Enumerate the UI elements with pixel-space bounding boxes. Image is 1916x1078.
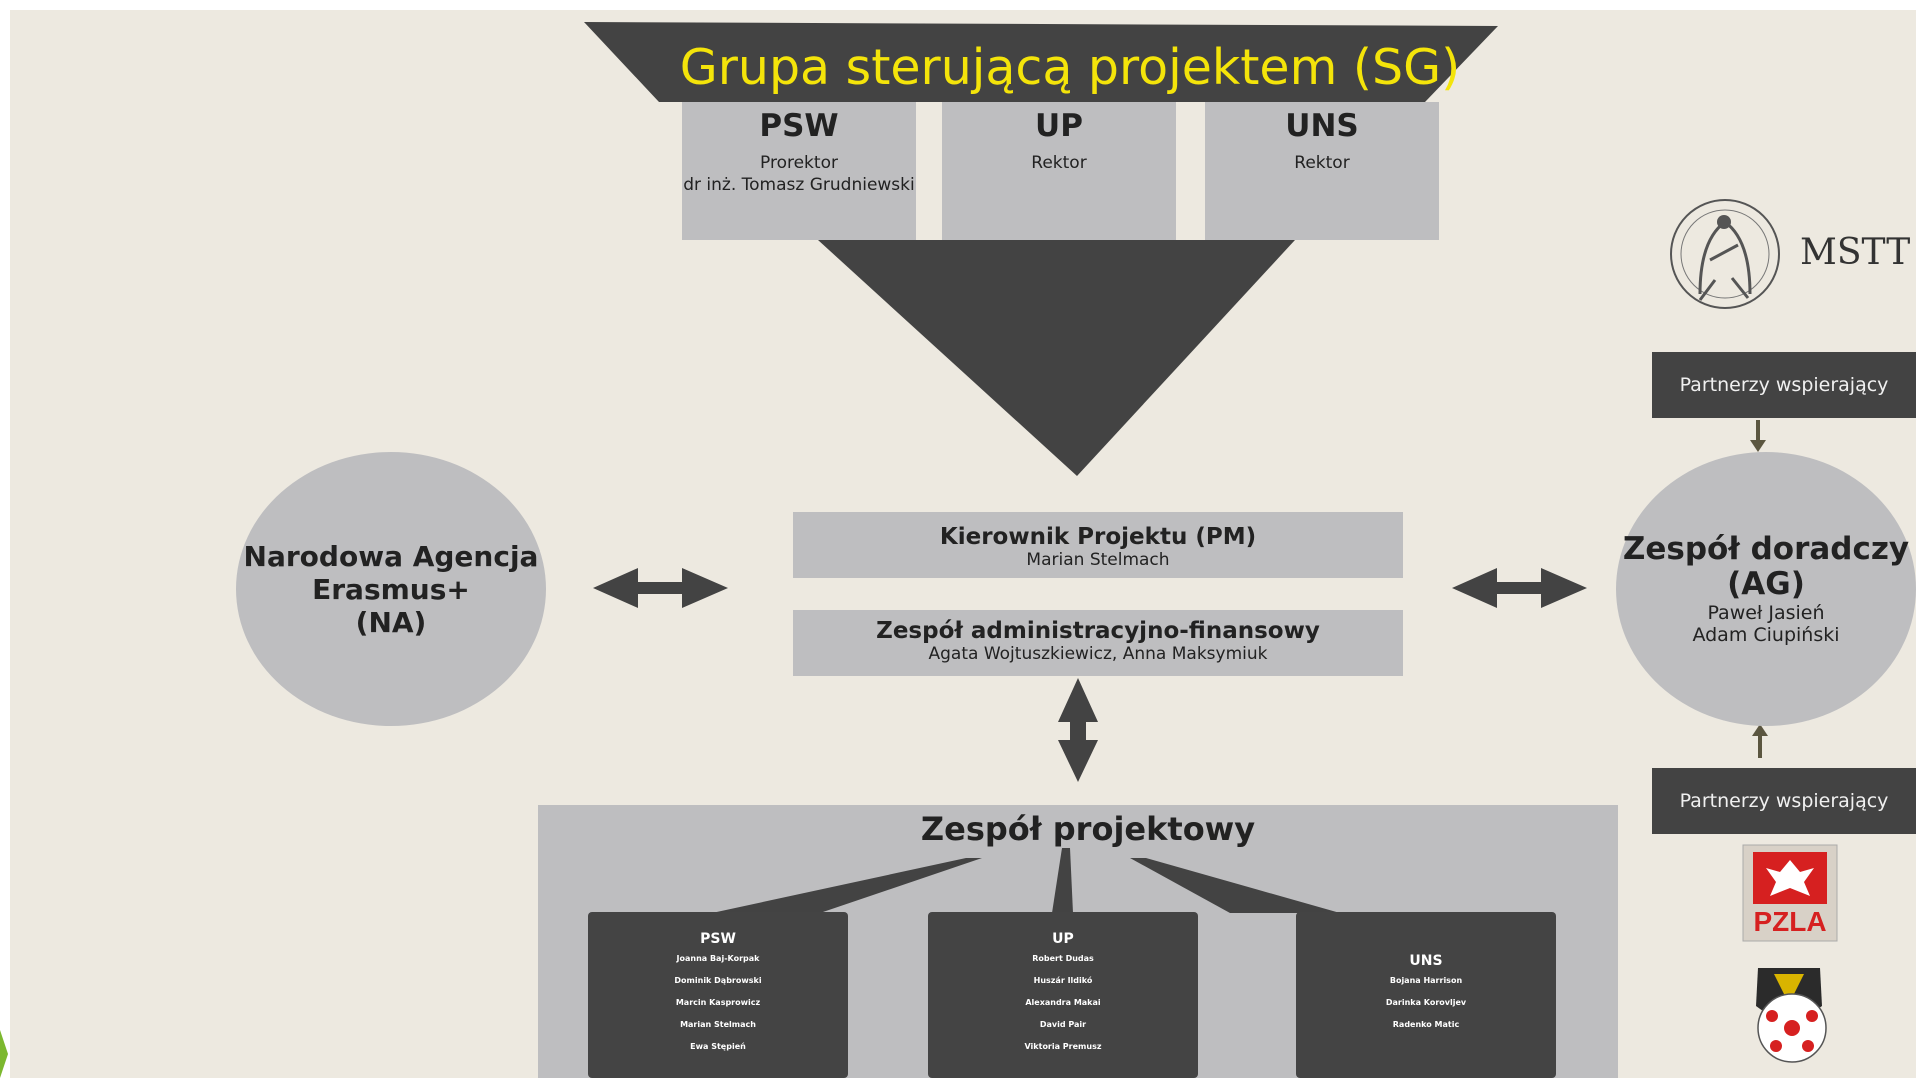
team-box-psw: PSW Joanna Baj-Korpak Dominik Dąbrowski … — [588, 912, 848, 1078]
project-manager-person: Marian Stelmach — [1026, 550, 1170, 570]
advisory-group-person1: Paweł Jasień — [1707, 602, 1825, 624]
admin-team-title: Zespół administracyjno-finansowy — [876, 618, 1320, 644]
admin-team-persons: Agata Wojtuszkiewicz, Anna Maksymiuk — [928, 644, 1268, 664]
steering-member-uns: UNS Rektor — [1205, 102, 1439, 240]
slide: Grupa sterującą projektem (SG) PSW Prore… — [10, 10, 1916, 1078]
arrow-partner-top-head — [1750, 440, 1766, 452]
team-member: Robert Dudas — [1032, 954, 1094, 963]
member-role: Rektor — [1031, 153, 1087, 173]
team-member: Alexandra Makai — [1025, 998, 1101, 1007]
supporting-partners-bottom: Partnerzy wspierający — [1652, 768, 1916, 834]
member-name: UP — [1035, 108, 1083, 144]
national-agency-circle: Narodowa Agencja Erasmus+ (NA) — [236, 452, 546, 726]
team-member: Ewa Stępień — [690, 1042, 746, 1051]
steering-band — [584, 22, 1498, 102]
mstt-logo-text: MSTT — [1800, 232, 1911, 273]
member-person: dr inż. Tomasz Grudniewski — [683, 175, 915, 195]
team-name: UP — [1052, 931, 1074, 947]
steering-group-title: Grupa sterującą projektem (SG) — [679, 39, 1461, 96]
steering-member-up: UP Rektor — [942, 102, 1176, 240]
national-agency-line1: Narodowa Agencja — [243, 539, 539, 573]
member-name: UNS — [1285, 108, 1359, 144]
project-team-title: Zespół projektowy — [920, 810, 1256, 848]
national-agency-line3: (NA) — [355, 605, 427, 639]
advisory-group-person2: Adam Ciupiński — [1692, 624, 1840, 646]
project-manager-title: Kierownik Projektu (PM) — [939, 524, 1257, 550]
team-name: UNS — [1409, 953, 1443, 969]
connector-up — [1052, 848, 1073, 913]
pzla-logo-text: PZLA — [1753, 906, 1827, 937]
team-member: Viktoria Premusz — [1024, 1042, 1102, 1051]
supporting-partners-top: Partnerzy wspierający — [1652, 352, 1916, 418]
project-manager-box: Kierownik Projektu (PM) Marian Stelmach — [793, 512, 1403, 578]
double-arrow-left — [593, 568, 728, 608]
steering-member-psw: PSW Prorektor dr inż. Tomasz Grudniewski — [682, 102, 916, 240]
regional-football-logo — [1756, 968, 1827, 1063]
connector-uns — [1130, 858, 1340, 913]
member-role: Rektor — [1294, 153, 1350, 173]
double-arrow-right — [1452, 568, 1587, 608]
team-member: Darinka Korovljev — [1385, 998, 1467, 1007]
mstt-seal-logo — [1670, 199, 1780, 309]
advisory-group-line1: Zespół doradczy — [1622, 531, 1910, 567]
team-member: Dominik Dąbrowski — [674, 976, 762, 985]
double-arrow-vertical — [1058, 678, 1098, 782]
national-agency-line2: Erasmus+ — [312, 572, 470, 606]
team-member: Joanna Baj-Korpak — [676, 954, 760, 963]
team-member: Huszár Ildikó — [1033, 976, 1093, 985]
team-name: PSW — [700, 931, 736, 947]
steering-funnel — [818, 240, 1295, 476]
member-role: Prorektor — [760, 153, 838, 173]
connector-psw — [712, 858, 982, 913]
team-member: Marian Stelmach — [680, 1020, 756, 1029]
team-member: Bojana Harrison — [1389, 976, 1463, 985]
team-box-uns: UNS Bojana Harrison Darinka Korovljev Ra… — [1296, 912, 1556, 1078]
team-member: David Pair — [1039, 1020, 1087, 1029]
team-box-up: UP Robert Dudas Huszár Ildikó Alexandra … — [928, 912, 1198, 1078]
arrow-partner-bottom-head — [1752, 724, 1768, 736]
pzla-logo — [1742, 844, 1838, 942]
advisory-group-circle: Zespół doradczy (AG) Paweł Jasień Adam C… — [1616, 452, 1916, 726]
slide-accent-mark — [0, 1030, 8, 1078]
team-member: Marcin Kasprowicz — [675, 998, 761, 1007]
team-member: Radenko Matic — [1392, 1020, 1460, 1029]
admin-team-box: Zespół administracyjno-finansowy Agata W… — [793, 610, 1403, 676]
member-name: PSW — [759, 108, 839, 144]
advisory-group-line2: (AG) — [1727, 566, 1805, 602]
